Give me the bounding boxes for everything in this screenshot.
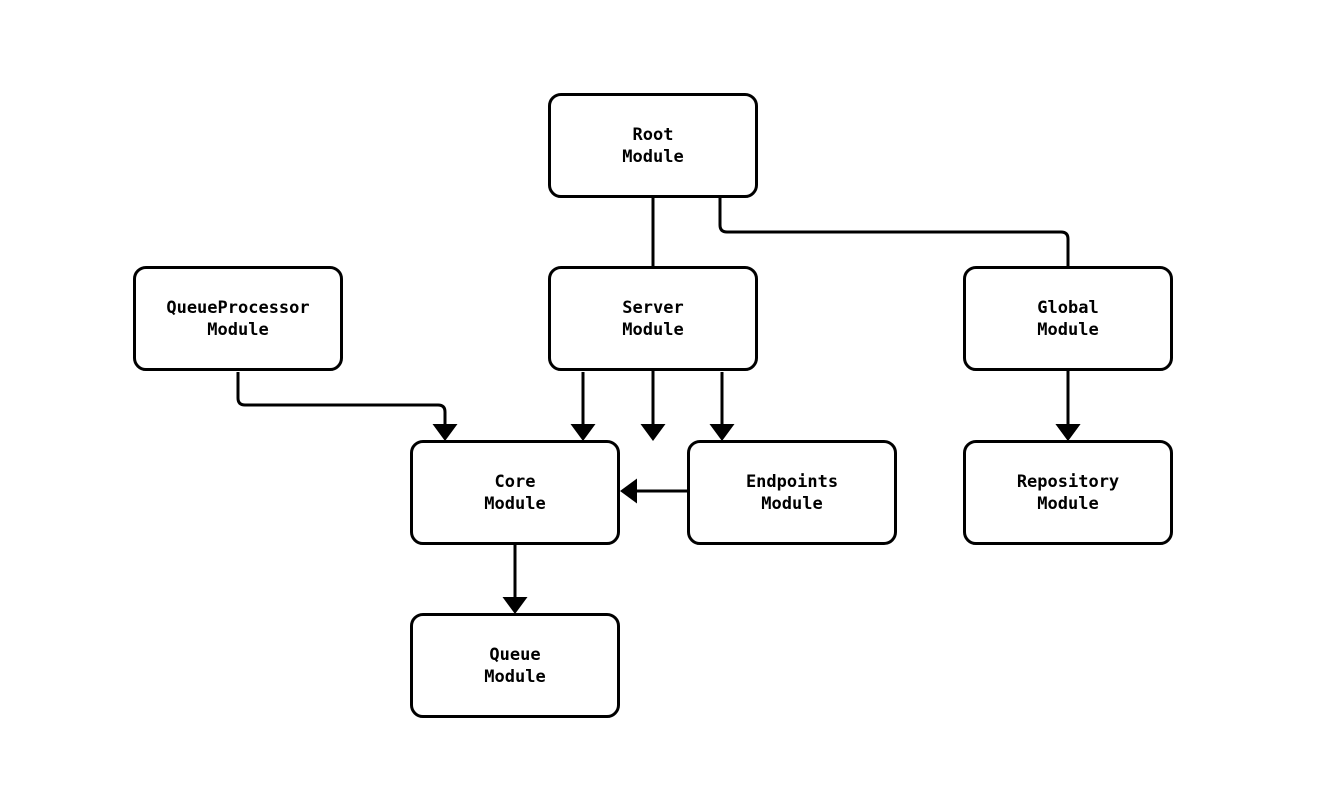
edge-core-queue-arrowhead xyxy=(502,597,528,614)
edge-endpoints-core-arrowhead xyxy=(620,478,637,504)
node-core-module[interactable]: Core Module xyxy=(410,440,620,545)
node-queueprocessor-module[interactable]: QueueProcessor Module xyxy=(133,266,343,371)
node-global-module-line1: Global xyxy=(1037,297,1099,318)
node-repository-module[interactable]: Repository Module xyxy=(963,440,1173,545)
node-endpoints-module[interactable]: Endpoints Module xyxy=(687,440,897,545)
edge-server-core-arrowhead xyxy=(570,424,596,441)
edge-root-server-arrowhead xyxy=(640,424,666,441)
node-core-module-line1: Core xyxy=(494,471,536,492)
node-repository-module-line2: Module xyxy=(1037,493,1099,514)
node-server-module-line2: Module xyxy=(622,319,684,340)
node-global-module[interactable]: Global Module xyxy=(963,266,1173,371)
node-queue-module-line2: Module xyxy=(484,666,546,687)
edge-queueprocessor-core xyxy=(236,372,447,424)
node-global-module-line2: Module xyxy=(1037,319,1099,340)
node-queue-module-line1: Queue xyxy=(489,644,541,665)
node-queue-module[interactable]: Queue Module xyxy=(410,613,620,718)
node-queueprocessor-module-line1: QueueProcessor xyxy=(166,297,310,318)
edge-server-endpoints-arrowhead xyxy=(709,424,735,441)
edge-queueprocessor-core-arrowhead xyxy=(432,424,458,441)
node-repository-module-line1: Repository xyxy=(1016,471,1120,492)
node-endpoints-module-line2: Module xyxy=(761,493,823,514)
node-server-module[interactable]: Server Module xyxy=(548,266,758,371)
node-root-module[interactable]: Root Module xyxy=(548,93,758,198)
edge-global-repository-arrowhead xyxy=(1055,424,1081,441)
node-endpoints-module-line1: Endpoints xyxy=(745,471,839,492)
node-queueprocessor-module-line2: Module xyxy=(207,319,269,340)
node-root-module-line1: Root xyxy=(632,124,674,145)
node-root-module-line2: Module xyxy=(622,146,684,167)
node-server-module-line1: Server xyxy=(622,297,684,318)
node-core-module-line2: Module xyxy=(484,493,546,514)
edge-root-global xyxy=(718,198,1070,424)
